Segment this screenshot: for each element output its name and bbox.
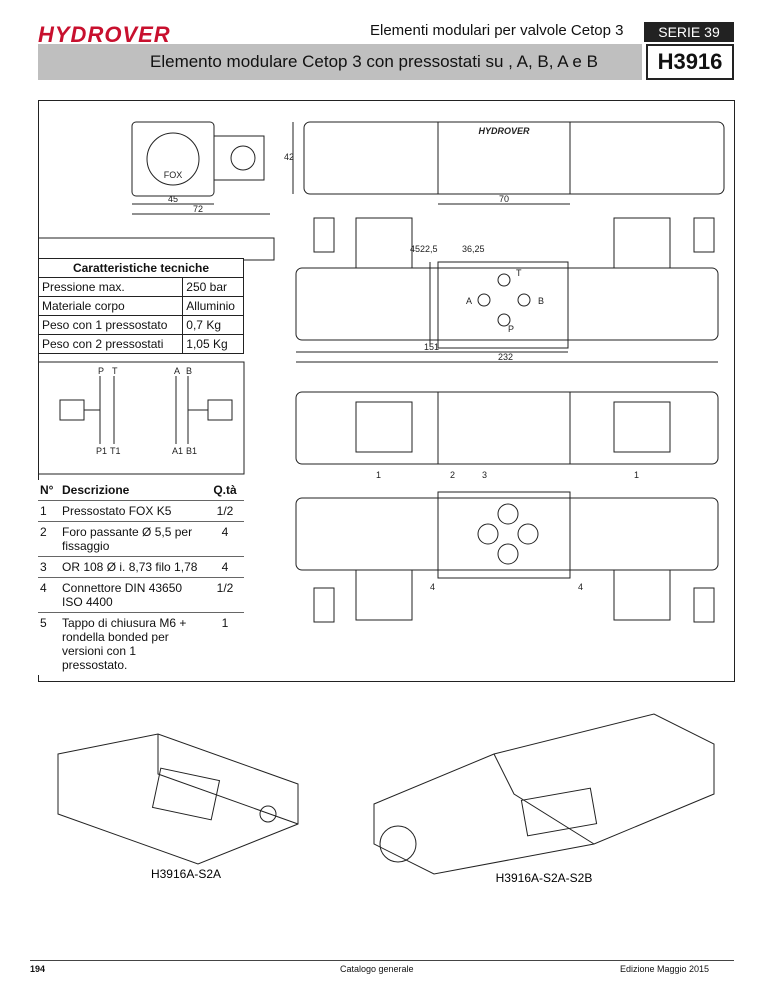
dim-45b: 45 <box>410 244 420 254</box>
dim-45: 45 <box>168 194 178 204</box>
callout-2: 2 <box>450 470 455 480</box>
specs-table: Caratteristiche tecniche Pressione max.2… <box>37 258 244 354</box>
schema-a: A <box>174 366 180 376</box>
schema-t: T <box>112 366 118 376</box>
dim-22-5: 22,5 <box>420 244 438 254</box>
sensor-brand: FOX <box>164 170 183 180</box>
plate-brand: HYDROVER <box>478 126 530 136</box>
callout-1-right: 1 <box>634 470 639 480</box>
isometric-right: H3916A-S2A-S2B <box>373 713 715 885</box>
footer-divider <box>30 960 734 961</box>
port-b: B <box>538 296 544 306</box>
caption-right: H3916A-S2A-S2B <box>496 871 593 885</box>
schema-t1: T1 <box>110 446 121 456</box>
footer-edition: Edizione Maggio 2015 <box>620 964 710 974</box>
title-bar <box>38 44 642 80</box>
caption-left: H3916A-S2A <box>151 867 221 881</box>
valve-mid-view <box>295 267 719 341</box>
product-code: H3916 <box>646 44 734 80</box>
dim-42: 42 <box>284 152 294 162</box>
section-title: Elementi modulari per valvole Cetop 3 <box>370 22 624 39</box>
dim-36-25: 36,25 <box>462 244 485 254</box>
dim-70: 70 <box>499 194 509 204</box>
parts-header-desc: Descrizione <box>62 483 130 497</box>
dim-151: 151 <box>424 342 439 352</box>
port-a: A <box>466 296 472 306</box>
page-number: 194 <box>30 964 46 974</box>
valve-bottom-view <box>295 497 719 571</box>
parts-header-n: N° <box>40 483 54 497</box>
technical-drawing: FOX HYDROVER 45 72 70 42 45 22,5 36,25 1… <box>38 121 725 623</box>
schema-p1: P1 <box>96 446 107 456</box>
schema-b: B <box>186 366 192 376</box>
specs-title: Caratteristiche tecniche <box>38 258 244 278</box>
schema-a1: A1 <box>172 446 183 456</box>
valve-third-view <box>295 391 719 465</box>
isometric-left: H3916A-S2A <box>57 733 299 881</box>
port-t: P <box>508 324 514 334</box>
callout-4-right: 4 <box>578 582 583 592</box>
dim-72: 72 <box>193 204 203 214</box>
spec-row: Pressione max.250 bar <box>37 277 244 297</box>
callout-3: 3 <box>482 470 487 480</box>
footer-center: Catalogo generale <box>340 964 414 974</box>
callout-1-left: 1 <box>376 470 381 480</box>
dim-232: 232 <box>498 352 513 362</box>
schema-b1: B1 <box>186 446 197 456</box>
hydraulic-schema <box>38 361 245 475</box>
schema-p: P <box>98 366 104 376</box>
brand-logo: HYDROVER <box>38 22 171 47</box>
parts-header-qty: Q.tà <box>213 483 237 497</box>
page-title: Elemento modulare Cetop 3 con pressostat… <box>150 52 598 71</box>
callout-4-left: 4 <box>430 582 435 592</box>
port-p: T <box>516 268 522 278</box>
serie-badge: SERIE 39 <box>644 22 734 42</box>
